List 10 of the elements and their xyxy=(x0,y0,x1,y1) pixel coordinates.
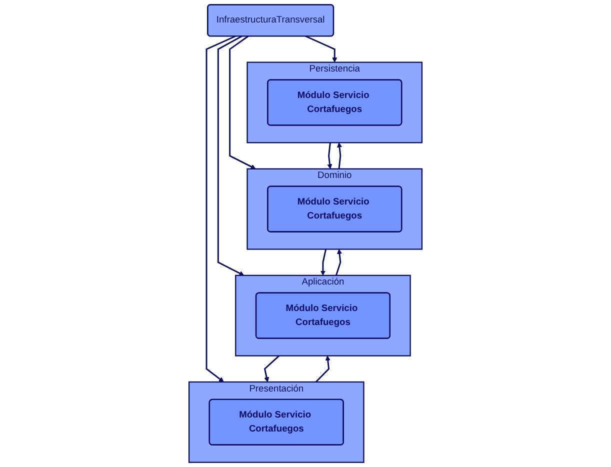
arrow xyxy=(336,142,342,169)
arrow xyxy=(217,35,244,276)
arrow xyxy=(320,249,327,276)
arrow xyxy=(206,35,236,382)
arrow xyxy=(264,355,280,382)
arrow xyxy=(327,142,332,170)
arrow xyxy=(315,356,330,382)
arrow xyxy=(305,35,338,63)
arrow xyxy=(229,36,256,170)
arrow xyxy=(335,249,342,276)
